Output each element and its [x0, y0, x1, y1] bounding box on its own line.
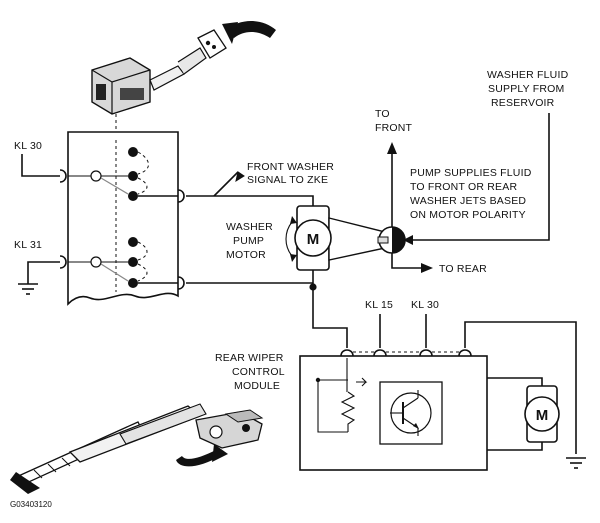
switch-output-connectors: [177, 189, 185, 290]
washer-fluid-label-2: SUPPLY FROM: [488, 83, 565, 95]
front-washer-signal-label-1: FRONT WASHER: [247, 161, 334, 173]
wire-module-to-ground: [464, 321, 577, 454]
wire-pump-to-module: [312, 287, 348, 348]
pump-supplies-label-2: TO FRONT OR REAR: [410, 181, 517, 193]
pipe-to-rear: [391, 253, 425, 269]
pump-supplies-label-1: PUMP SUPPLIES FLUID: [410, 167, 532, 179]
washer-pump-motor-label-3: MOTOR: [226, 249, 266, 261]
switch-contacts: [90, 147, 178, 288]
pipe-fluid-supply: [410, 113, 550, 241]
rear-wiper-control-module: [299, 349, 488, 471]
to-front-label-1: TO: [375, 108, 390, 120]
wire-front-washer-signal: [213, 171, 239, 197]
to-rear-label: TO REAR: [439, 263, 487, 275]
rear-wiper-motor: M: [524, 385, 560, 443]
rear-wiper-arm-illustration: [10, 403, 264, 494]
wire-switch-to-pump-top: [186, 195, 314, 206]
kl31-left-label: KL 31: [14, 239, 42, 251]
rear-wiper-label-2: CONTROL: [232, 366, 285, 378]
pump-motor-symbol: M: [307, 231, 320, 248]
wire-switch-to-pump-bottom: [186, 270, 314, 284]
figure-id: G03403120: [10, 500, 52, 509]
kl31-left-input: KL 31: [14, 239, 91, 295]
washer-pump-motor-label-1: WASHER: [226, 221, 273, 233]
pump-valve: [377, 226, 406, 254]
rear-wiper-label-3: MODULE: [234, 380, 280, 392]
washer-pump-motor-label-2: PUMP: [233, 235, 264, 247]
rear-motor-symbol: M: [536, 407, 549, 424]
wire-module-to-rear-motor-top: [487, 377, 543, 386]
kl30-left-label: KL 30: [14, 140, 42, 152]
to-front-label-2: FRONT: [375, 122, 413, 134]
kl30-left-input: KL 30: [14, 140, 91, 183]
kl30-top-label: KL 30: [411, 299, 439, 311]
washer-fluid-label-3: RESERVOIR: [491, 97, 555, 109]
washer-pump-motor: M: [285, 205, 386, 271]
pump-supplies-label-3: WASHER JETS BASED: [410, 195, 526, 207]
wire-module-to-rear-motor-bottom: [487, 442, 543, 451]
rear-wiper-label-1: REAR WIPER: [215, 352, 284, 364]
kl15-top-label: KL 15: [365, 299, 393, 311]
ground-icon-left: [18, 283, 38, 295]
front-washer-signal-label-2: SIGNAL TO ZKE: [247, 174, 328, 186]
ground-icon-right: [566, 457, 586, 469]
pump-supplies-label-4: ON MOTOR POLARITY: [410, 209, 526, 221]
washer-fluid-label-1: WASHER FLUID: [487, 69, 569, 81]
stalk-switch-illustration: [91, 21, 276, 138]
